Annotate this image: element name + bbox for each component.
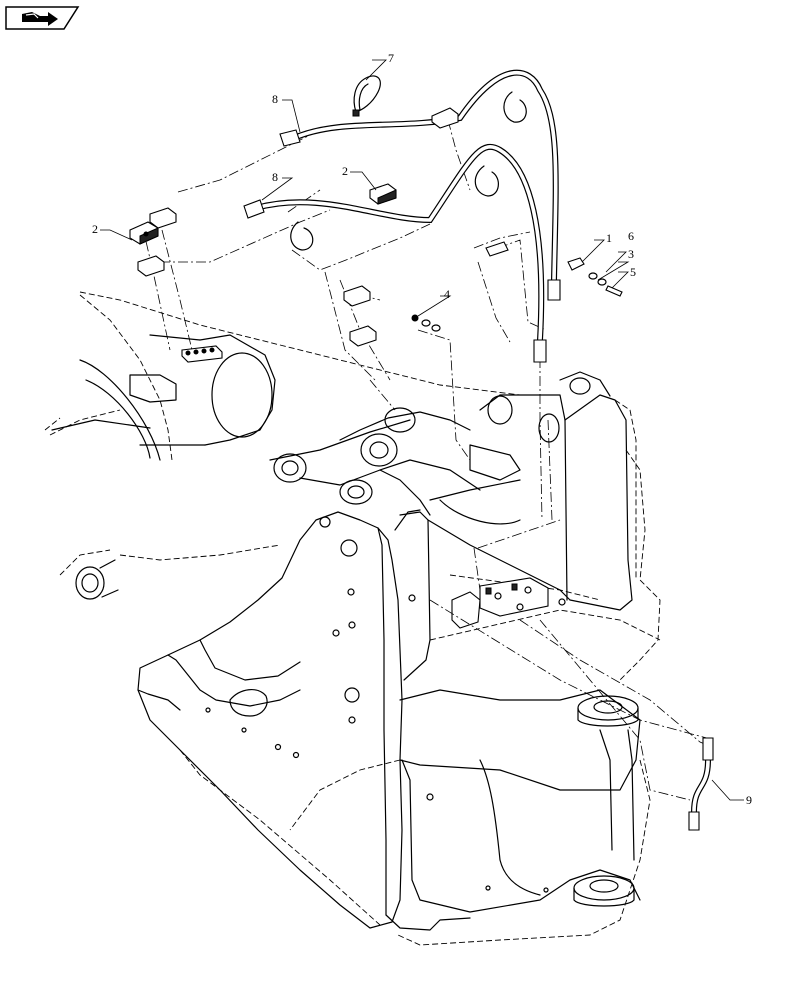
clamp-upper-right	[431, 107, 459, 129]
hose-lower	[243, 143, 547, 363]
next-page-button[interactable]	[5, 6, 80, 30]
hose-upper	[279, 69, 561, 301]
callout-8-upper: 8	[272, 92, 278, 106]
callout-7: 7	[388, 51, 394, 65]
callout-1: 1	[606, 231, 612, 245]
callout-6: 6	[628, 229, 634, 243]
next-page-arrow-icon	[22, 12, 58, 26]
clamp-right	[485, 241, 585, 271]
clamp-center	[343, 183, 397, 347]
callout-3: 3	[628, 247, 634, 261]
callout-8-lower: 8	[272, 170, 278, 184]
callout-numbers: 7 8 8 2 2 1 6 3 5 4 9	[92, 51, 752, 807]
clamp-left	[129, 207, 177, 277]
callout-4: 4	[444, 287, 450, 301]
tie-strap	[352, 75, 381, 117]
boom-arm	[44, 291, 611, 525]
callout-2-center: 2	[342, 164, 348, 178]
callout-5: 5	[630, 265, 636, 279]
callout-leaders	[100, 59, 744, 801]
hose-item-9	[688, 737, 714, 831]
washer-bolt-set	[411, 272, 623, 332]
callout-2-left: 2	[92, 222, 98, 236]
valve-block	[408, 577, 566, 629]
callout-9: 9	[746, 793, 752, 807]
loader-frame	[59, 394, 661, 946]
